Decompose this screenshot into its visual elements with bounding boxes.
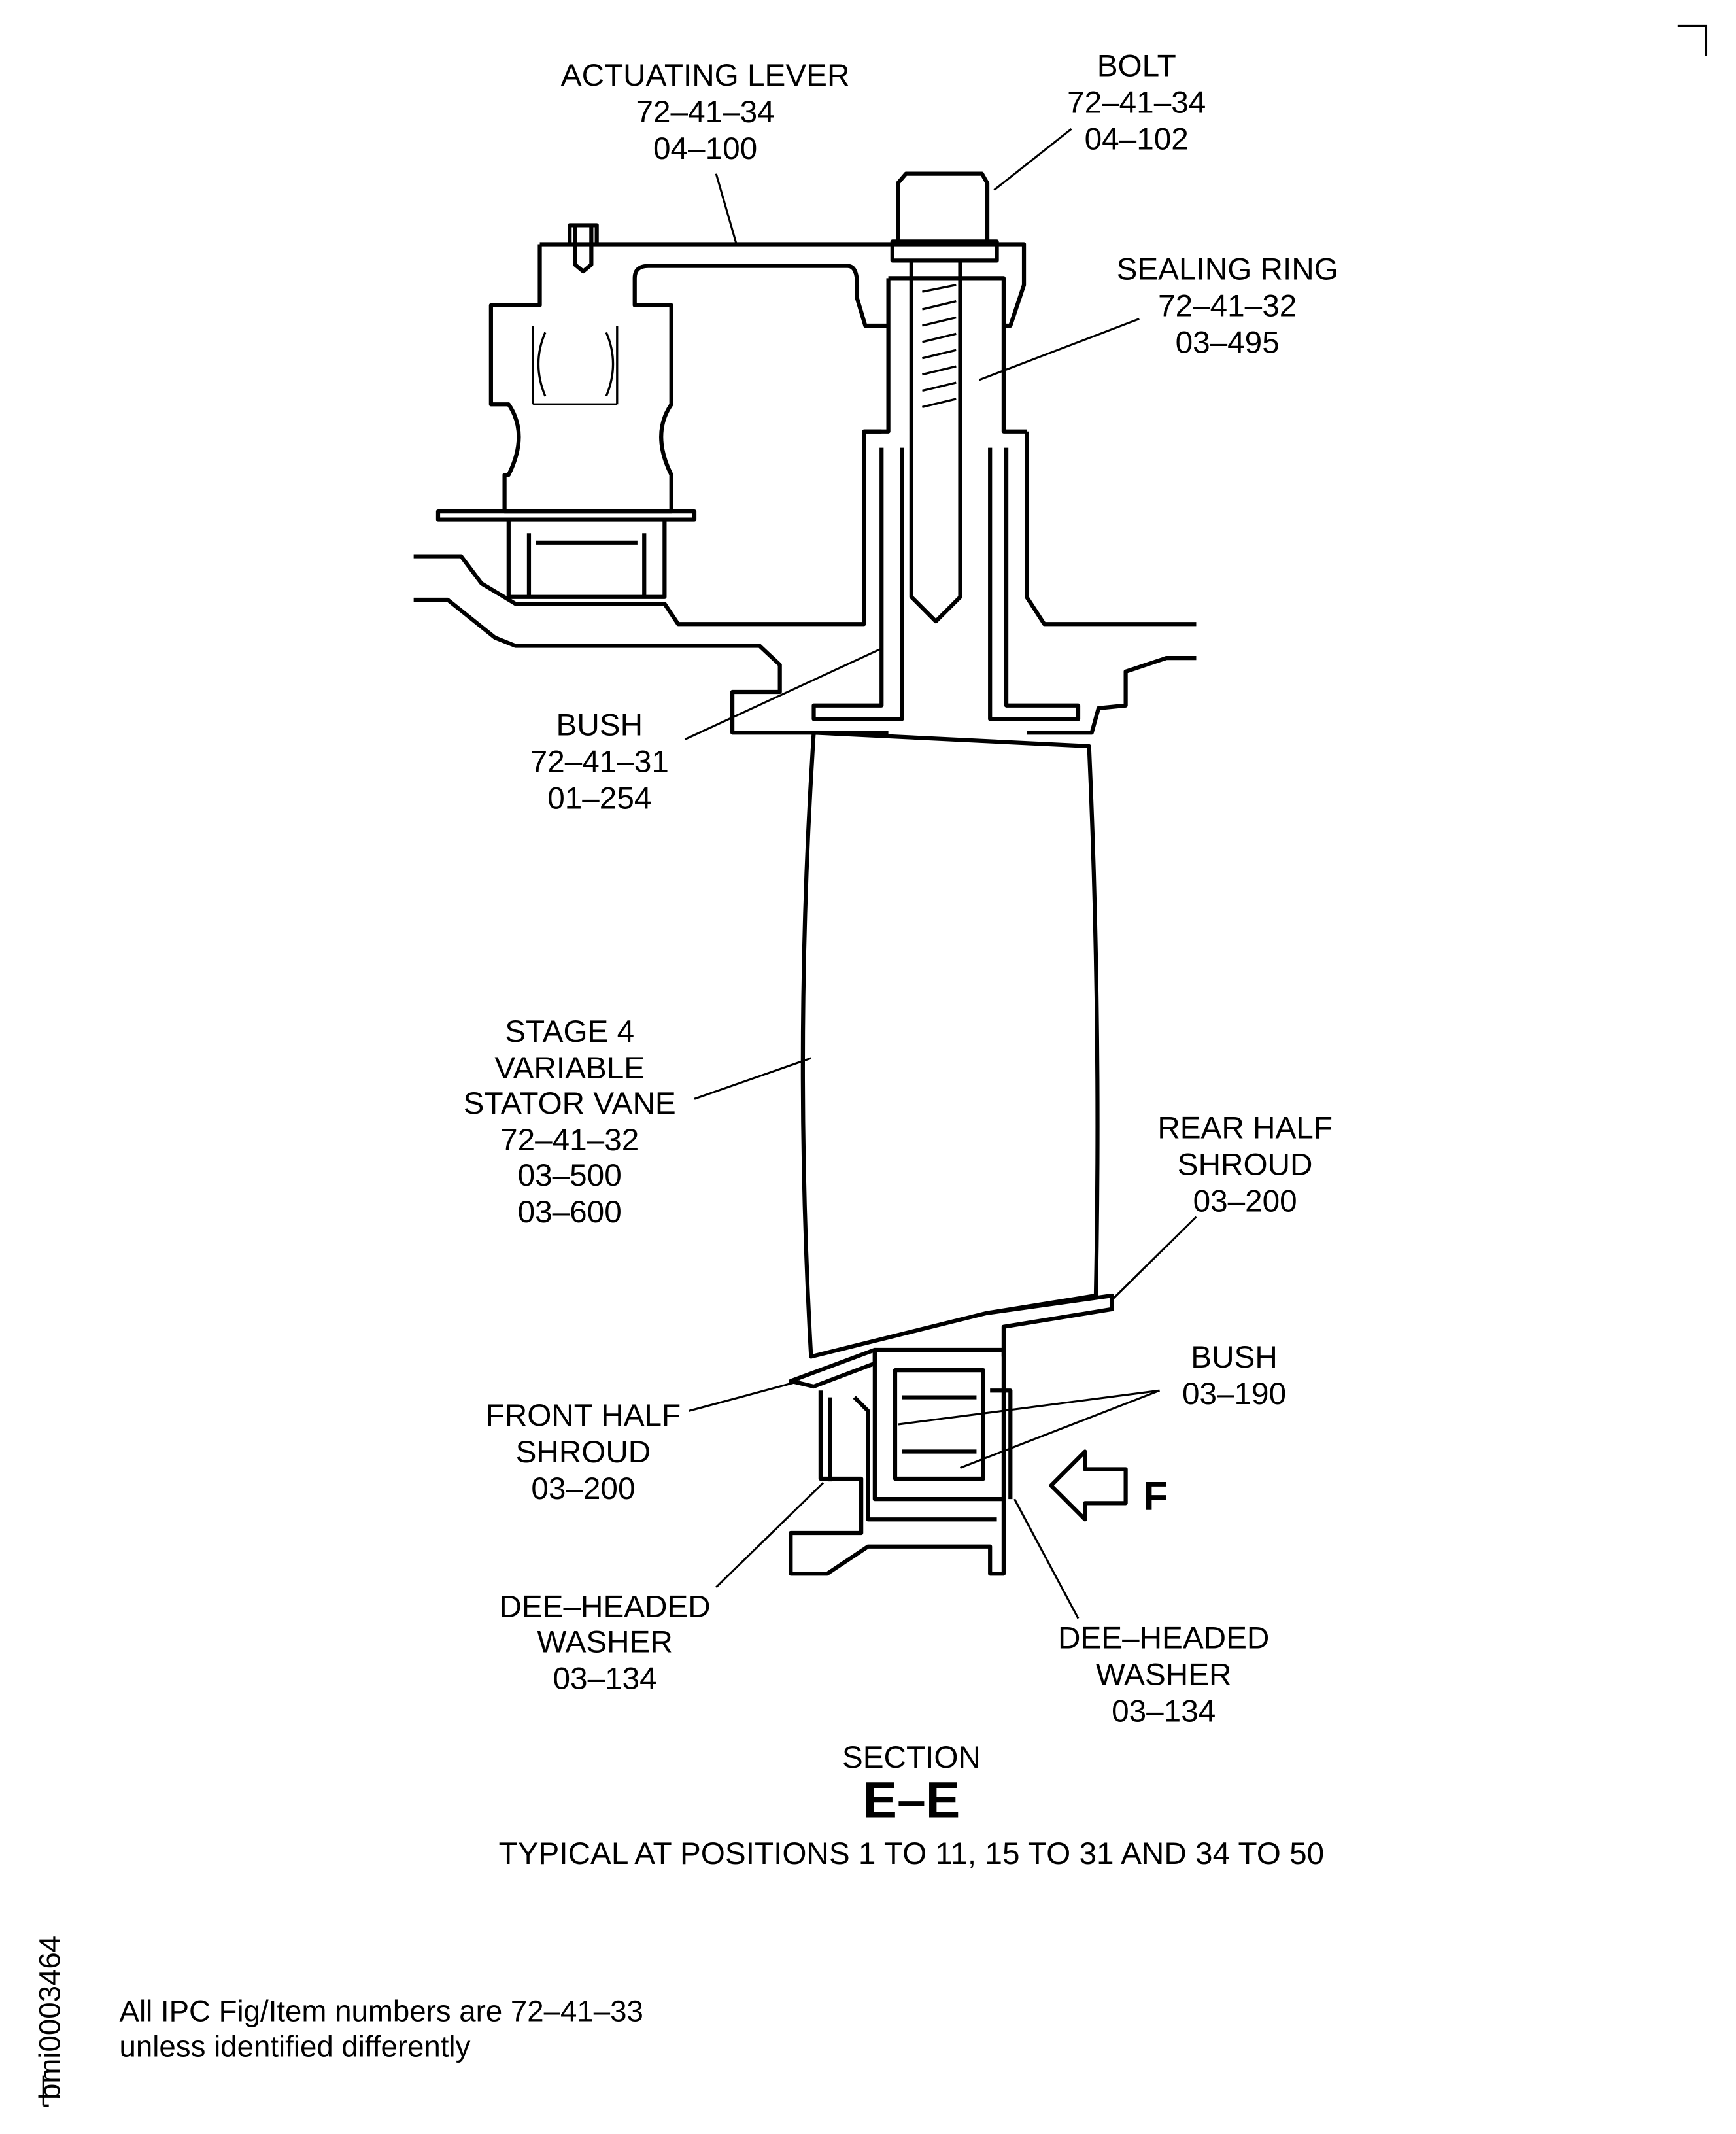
corner-mark-bottom bbox=[42, 2075, 49, 2107]
label-front-half-shroud: FRONT HALF SHROUD 03–200 bbox=[486, 1398, 681, 1506]
figure-id: bmi0003464 bbox=[33, 1936, 66, 2100]
lever-pin bbox=[568, 223, 599, 274]
front-half-shroud bbox=[789, 1347, 877, 1389]
view-f-label: F bbox=[1143, 1474, 1168, 1519]
svg-text:72–41–34: 72–41–34 bbox=[1067, 85, 1206, 120]
bolt-shank bbox=[864, 260, 1027, 624]
svg-text:72–41–32: 72–41–32 bbox=[1158, 288, 1297, 323]
casing bbox=[413, 429, 1197, 735]
svg-text:03–200: 03–200 bbox=[531, 1471, 635, 1506]
svg-text:STAGE 4: STAGE 4 bbox=[505, 1014, 634, 1049]
svg-text:03–200: 03–200 bbox=[1193, 1184, 1297, 1218]
svg-text:04–102: 04–102 bbox=[1085, 122, 1189, 156]
section-id: E–E bbox=[862, 1772, 960, 1829]
svg-text:SHROUD: SHROUD bbox=[516, 1435, 651, 1470]
svg-text:REAR HALF: REAR HALF bbox=[1157, 1110, 1333, 1145]
svg-text:03–500: 03–500 bbox=[518, 1158, 622, 1193]
label-stator-vane: STAGE 4 VARIABLE STATOR VANE 72–41–32 03… bbox=[464, 1014, 676, 1230]
label-dee-washer-left: DEE–HEADED WASHER 03–134 bbox=[499, 1590, 710, 1696]
view-f-arrow-icon bbox=[1049, 1449, 1128, 1522]
svg-text:FRONT HALF: FRONT HALF bbox=[486, 1398, 681, 1433]
svg-text:WASHER: WASHER bbox=[537, 1625, 673, 1660]
rear-half-shroud bbox=[985, 1293, 1114, 1357]
svg-text:04–100: 04–100 bbox=[653, 131, 757, 166]
svg-text:03–134: 03–134 bbox=[553, 1662, 657, 1696]
label-actuating-lever: ACTUATING LEVER 72–41–34 04–100 bbox=[561, 58, 850, 166]
lower-casing bbox=[789, 1390, 1006, 1576]
svg-text:DEE–HEADED: DEE–HEADED bbox=[499, 1590, 710, 1625]
lower-bush bbox=[872, 1347, 1006, 1502]
svg-text:STATOR VANE: STATOR VANE bbox=[464, 1086, 676, 1121]
label-bush-lower: BUSH 03–190 bbox=[1182, 1340, 1286, 1411]
svg-text:03–600: 03–600 bbox=[518, 1195, 622, 1230]
svg-text:72–41–31: 72–41–31 bbox=[530, 744, 669, 779]
lever-nut bbox=[532, 325, 619, 405]
svg-text:03–190: 03–190 bbox=[1182, 1377, 1286, 1411]
label-rear-half-shroud: REAR HALF SHROUD 03–200 bbox=[1157, 1110, 1333, 1218]
svg-text:01–254: 01–254 bbox=[547, 781, 651, 816]
label-sealing-ring: SEALING RING 72–41–32 03–495 bbox=[1117, 252, 1338, 360]
corner-mark bbox=[1677, 24, 1708, 56]
leader-lines bbox=[684, 128, 1197, 1619]
section-caption: SECTION bbox=[842, 1740, 981, 1775]
lever-flange bbox=[435, 509, 697, 599]
svg-text:SEALING RING: SEALING RING bbox=[1117, 252, 1338, 286]
label-bolt: BOLT 72–41–34 04–102 bbox=[1067, 48, 1206, 156]
stator-vane bbox=[800, 731, 1100, 1359]
svg-text:VARIABLE: VARIABLE bbox=[494, 1051, 645, 1086]
svg-text:03–134: 03–134 bbox=[1112, 1694, 1216, 1729]
svg-text:BUSH: BUSH bbox=[556, 708, 643, 742]
actuating-lever bbox=[488, 242, 1027, 514]
dee-washer bbox=[828, 1388, 1013, 1500]
svg-text:BUSH: BUSH bbox=[1191, 1340, 1277, 1375]
bolt-head bbox=[890, 171, 999, 263]
upper-bush bbox=[811, 447, 1081, 721]
svg-text:ACTUATING LEVER: ACTUATING LEVER bbox=[561, 58, 850, 93]
svg-text:72–41–32: 72–41–32 bbox=[500, 1123, 639, 1158]
ipc-note-line-1: All IPC Fig/Item numbers are 72–41–33 bbox=[120, 1995, 643, 2028]
ipc-note-line-2: unless identified differently bbox=[120, 2030, 471, 2063]
svg-text:72–41–34: 72–41–34 bbox=[636, 95, 775, 129]
svg-text:BOLT: BOLT bbox=[1097, 48, 1176, 83]
svg-text:SHROUD: SHROUD bbox=[1178, 1147, 1313, 1182]
svg-text:03–495: 03–495 bbox=[1176, 325, 1280, 360]
bolt-thread bbox=[922, 284, 957, 409]
label-dee-washer-right: DEE–HEADED WASHER 03–134 bbox=[1058, 1621, 1269, 1729]
svg-text:WASHER: WASHER bbox=[1096, 1657, 1232, 1692]
svg-text:DEE–HEADED: DEE–HEADED bbox=[1058, 1621, 1269, 1655]
section-note: TYPICAL AT POSITIONS 1 TO 11, 15 TO 31 A… bbox=[499, 1836, 1325, 1871]
label-bush-upper: BUSH 72–41–31 01–254 bbox=[530, 708, 669, 816]
